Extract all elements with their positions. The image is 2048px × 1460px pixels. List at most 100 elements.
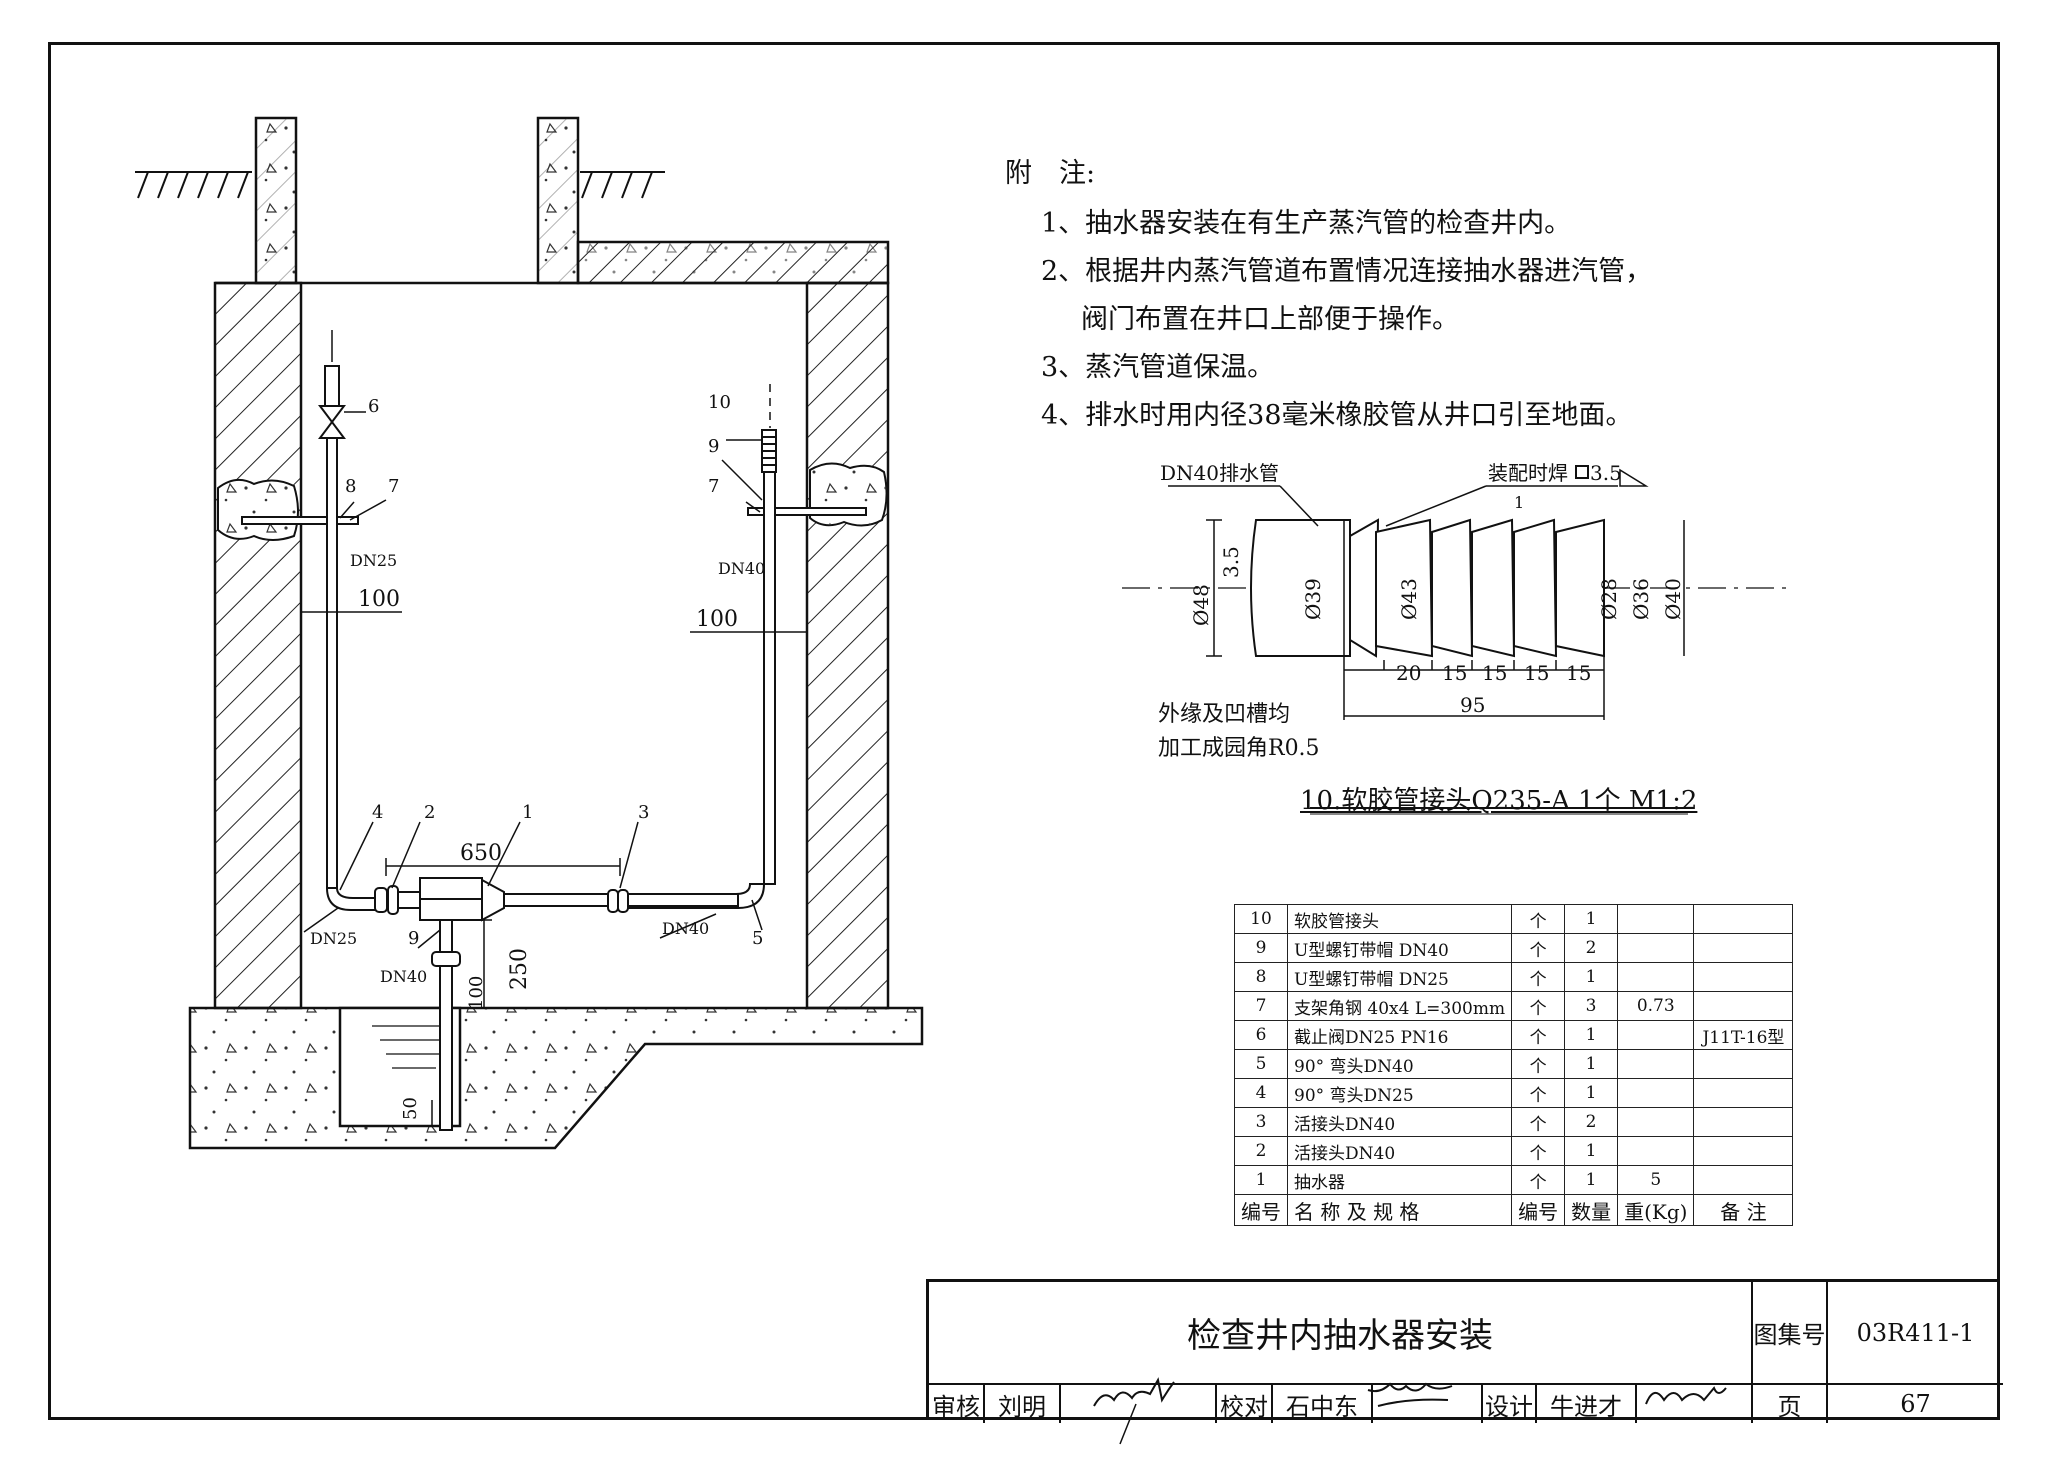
ejector-assembly [374,877,739,1131]
title-block: 检查井内抽水器安装 图集号 03R411-1 审核 刘明 校对 石中东 设计 牛… [926,1279,2003,1423]
table-cell-no: 8 [1234,962,1288,992]
table-cell-unit: 个 [1511,1049,1566,1079]
drawing-frame [48,42,2000,1420]
callout-8: 8 [345,476,356,497]
table-cell-no: 5 [1234,1049,1288,1079]
dim-d39: Ø39 [1301,578,1325,620]
callout-9-bottom: 9 [408,928,419,949]
dim-d48: Ø48 [1189,584,1213,626]
dim-50: 50 [400,1097,421,1120]
table-cell-weight: 0.73 [1617,991,1695,1021]
drawing-title: 检查井内抽水器安装 [929,1282,1753,1385]
atlas-label: 图集号 [1753,1282,1828,1385]
table-cell-no: 7 [1234,991,1288,1021]
table-cell-weight [1617,1107,1695,1137]
table-cell-qty: 2 [1564,933,1619,963]
table-cell-unit: 个 [1511,933,1566,963]
table-cell-weight [1617,1078,1695,1108]
table-cell-no: 1 [1234,1165,1288,1195]
detail-remark: 外缘及凹槽均 加工成园角R0.5 [1158,698,1320,766]
table-cell-name: 软胶管接头 [1286,904,1513,934]
table-cell-no: 10 [1234,904,1288,934]
table-cell-weight [1617,1020,1695,1050]
table-cell-no: 9 [1234,933,1288,963]
table-cell-name: 活接头DN40 [1286,1136,1513,1166]
note-1: 1、抽水器安装在有生产蒸汽管的检查井内。 [1041,208,1572,239]
steam-pipe-dn25 [318,365,384,911]
table-cell-name: 截止阀DN25 PN16 [1286,1020,1513,1050]
table-cell-qty: 1 [1564,1020,1619,1050]
table-cell-remark [1693,1078,1794,1108]
dim-95: 95 [1460,693,1485,717]
table-header-weight: 重(Kg) [1617,1194,1695,1226]
callout-9-top: 9 [708,436,719,457]
dim-15-d: 15 [1566,661,1591,685]
dim-d36: Ø36 [1629,578,1653,620]
check-label: 校对 [1217,1385,1273,1423]
table-header-qty: 数量 [1564,1194,1619,1226]
reviewer-name: 刘明 [985,1385,1061,1423]
drain-pipe-dn40 [617,429,777,909]
table-cell-remark [1693,1107,1794,1137]
design-label: 设计 [1483,1385,1537,1423]
note-3: 3、蒸汽管道保温。 [1041,352,1275,383]
table-cell-unit: 个 [1511,1136,1566,1166]
table-cell-remark [1693,991,1794,1021]
detail-caption: 10.软胶管接头Q235-A 1个 M1:2 [1300,786,1698,816]
dim-left-100: 100 [358,587,400,612]
detail-remark-line2: 加工成园角R0.5 [1158,736,1320,761]
table-cell-no: 3 [1234,1107,1288,1137]
callout-7-right: 7 [708,476,719,497]
table-cell-weight [1617,1049,1695,1079]
checker-signature-cell [1373,1385,1483,1423]
table-cell-weight [1617,1136,1695,1166]
table-cell-qty: 1 [1564,1049,1619,1079]
dim-100-vertical: 100 [466,976,487,1010]
designer-name: 牛进才 [1537,1385,1637,1423]
table-cell-qty: 1 [1564,962,1619,992]
note-4: 4、排水时用内径38毫米橡胶管从井口引至地面。 [1041,400,1633,431]
detail-weld-label: 装配时焊 [1488,461,1568,485]
callout-1: 1 [522,802,533,823]
page-label: 页 [1753,1385,1828,1423]
table-cell-weight: 5 [1617,1165,1695,1195]
detail-pipe-label: DN40排水管 [1160,461,1279,485]
callout-7-left: 7 [388,476,399,497]
table-cell-name: 90° 弯头DN40 [1286,1049,1513,1079]
callout-3: 3 [638,802,649,823]
checker-signature [1367,1382,1453,1407]
ground-left [135,171,252,199]
table-cell-weight [1617,904,1695,934]
table-cell-qty: 1 [1564,904,1619,934]
table-cell-name: 抽水器 [1286,1165,1513,1195]
table-cell-unit: 个 [1511,1020,1566,1050]
table-cell-unit: 个 [1511,904,1566,934]
dim-20: 20 [1396,661,1421,685]
review-label: 审核 [929,1385,985,1423]
callout-10: 10 [708,392,731,413]
table-header-unit: 编号 [1511,1194,1566,1226]
label-dn40-top: DN40 [718,559,765,578]
notes-header: 附 注: [1005,158,1096,189]
table-cell-remark [1693,1049,1794,1079]
reviewer-signature [1093,1377,1175,1407]
chamber-wall-left [213,281,303,1010]
label-dn25-bottom: DN25 [310,929,357,948]
table-cell-weight [1617,962,1695,992]
label-dn40-drop: DN40 [380,967,427,986]
floor-slab [188,1006,924,1150]
ground-right [580,171,665,199]
label-dn25-top: DN25 [350,551,397,570]
table-cell-no: 2 [1234,1136,1288,1166]
weld-square-icon [1575,465,1589,479]
table-cell-unit: 个 [1511,1165,1566,1195]
notes: 附 注: 1、抽水器安装在有生产蒸汽管的检查井内。 2、根据井内蒸汽管道布置情况… [1005,150,1652,440]
callout-4: 4 [372,802,383,823]
detail-groove-one: 1 [1514,493,1524,512]
table-cell-remark [1693,1165,1794,1195]
